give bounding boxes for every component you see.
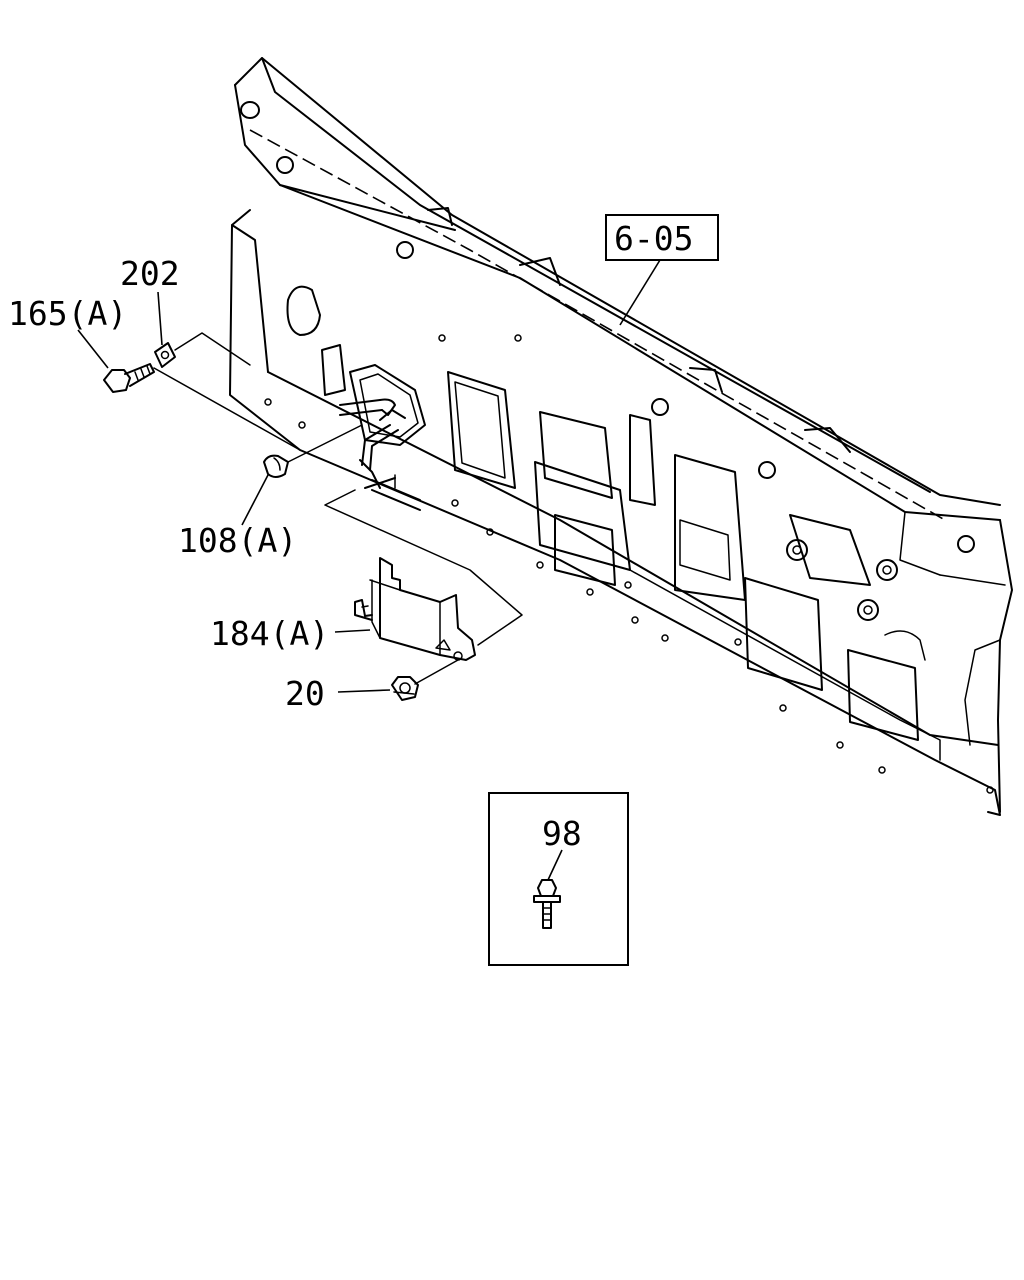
- label-165a: 165(A): [8, 294, 127, 333]
- part-108a: 108(A): [178, 424, 363, 560]
- bracket-icon: [354, 557, 476, 661]
- label-202: 202: [120, 254, 180, 293]
- label-98: 98: [542, 814, 582, 853]
- part-202: 202: [120, 254, 251, 368]
- flange-nut-icon: [391, 676, 419, 701]
- hex-bolt-icon: [103, 363, 155, 393]
- part-20: 20: [285, 659, 459, 713]
- reference-box: [605, 214, 719, 261]
- label-184a: 184(A): [210, 614, 329, 653]
- inset-frame: [488, 792, 629, 966]
- label-108a: 108(A): [178, 521, 297, 560]
- callout-6-05: 6-05: [605, 214, 719, 326]
- dash-panel: [229, 57, 1013, 816]
- flange-bolt-icon: [533, 879, 561, 929]
- part-98-inset: 98: [488, 792, 629, 966]
- part-184a: 184(A): [210, 489, 523, 661]
- label-6-05: 6-05: [614, 219, 693, 258]
- label-20: 20: [285, 674, 325, 713]
- part-165a: 165(A): [8, 294, 301, 451]
- square-washer-icon: [154, 342, 176, 368]
- clip-icon: [263, 454, 289, 478]
